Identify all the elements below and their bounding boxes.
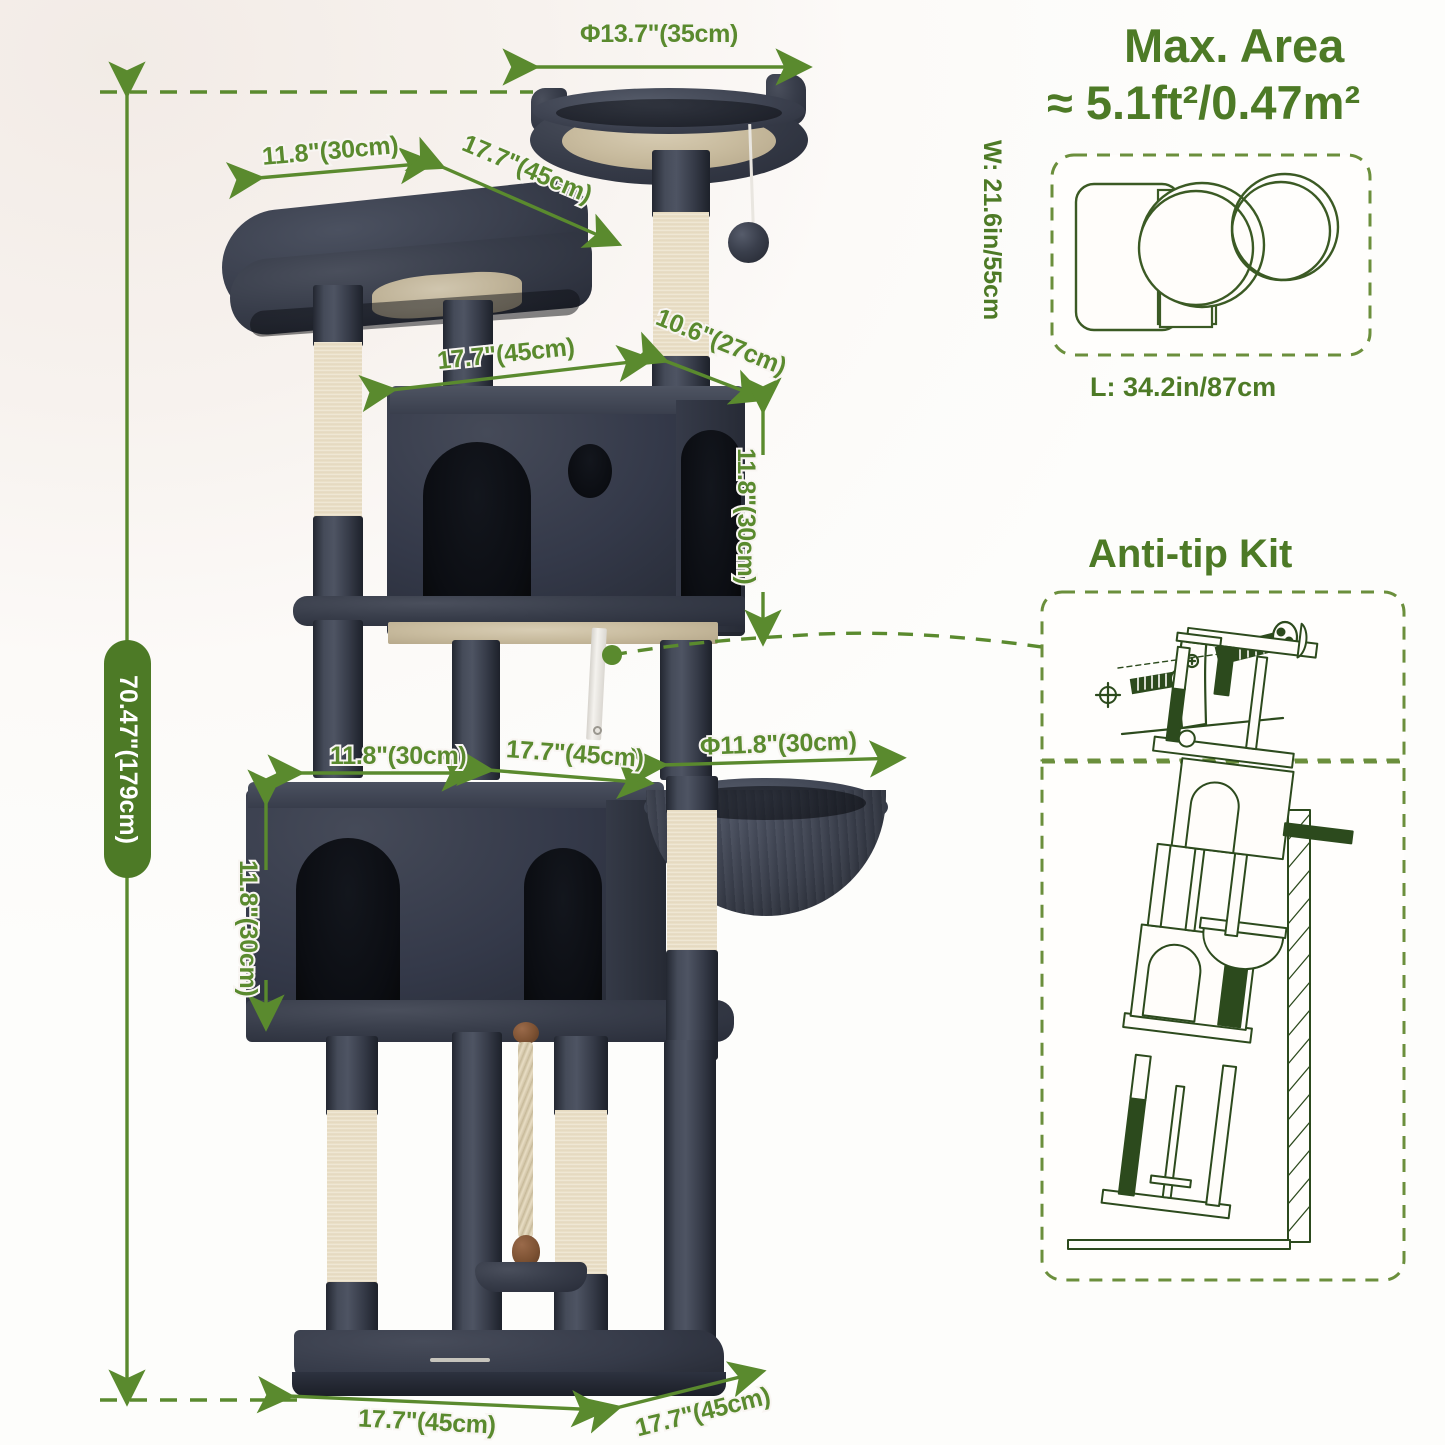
upper-condo-floor-ledge <box>293 596 745 626</box>
rope-small-platform <box>475 1262 587 1292</box>
post-top-plush-upper <box>652 150 710 218</box>
rope-top-knob <box>513 1022 539 1044</box>
lower-condo-door-right <box>524 848 602 1020</box>
lower-condo-top-face <box>248 782 664 808</box>
anti-tip-strap-screw-hole <box>593 726 602 735</box>
dim-top-perch-diameter: Φ13.7"(35cm) <box>578 18 740 50</box>
dim-lower-condo-width: 17.7"(45cm) <box>503 733 646 775</box>
total-height-text: 70.47"(179cm) <box>114 674 143 844</box>
post-base-right-sisal <box>555 1110 607 1280</box>
post-base-left-plush-upper <box>326 1036 378 1116</box>
rope-bottom-knob <box>512 1235 540 1267</box>
post-basket-plush-upper <box>666 776 718 814</box>
post-base-left-sisal <box>327 1110 377 1288</box>
dim-upper-condo-height: 11.8"(30cm) <box>730 446 762 586</box>
post-base-backleft <box>452 1032 502 1362</box>
upper-condo-door-right <box>681 430 741 622</box>
pompom-toy <box>728 222 769 263</box>
post-basket-sisal <box>667 810 717 956</box>
upper-condo-round-window <box>568 444 612 498</box>
dim-base-width: 17.7"(45cm) <box>355 1402 498 1441</box>
dim-total-height-badge: 70.47"(179cm) <box>104 640 151 878</box>
max-area-length-label: L: 34.2in/87cm <box>1090 372 1277 402</box>
anti-tip-strap-on-tree <box>586 627 607 741</box>
post-midsection-left <box>313 620 363 778</box>
post-second-left-plush-upper <box>313 285 363 347</box>
max-area-value: ≈ 5.1ft²/0.47m² <box>1047 76 1361 129</box>
max-area-width-label: W: 21.6in/55cm <box>978 140 1006 321</box>
max-area-footprint-diagram <box>1050 153 1372 357</box>
anti-tip-kit-title: Anti-tip Kit <box>1088 532 1293 576</box>
upper-condo-door-left <box>423 442 531 622</box>
max-area-title: Max. Area <box>1124 19 1345 72</box>
dim-basket-diameter: Φ11.8"(30cm) <box>698 725 860 762</box>
dim-second-platform-width: 11.8"(30cm) <box>259 129 401 173</box>
wall-mount-illustration <box>1040 622 1406 1282</box>
hanging-sisal-rope <box>518 1042 533 1238</box>
post-second-left-sisal <box>314 342 362 522</box>
base-board-label-strip <box>430 1358 490 1362</box>
base-board-front-edge <box>292 1372 726 1396</box>
post-base-right-plush-upper <box>554 1036 608 1116</box>
top-perch-rim-inner-shadow <box>556 99 782 127</box>
anti-tip-kit-diagram <box>1040 590 1406 762</box>
post-base-backright <box>664 1040 716 1370</box>
dim-lower-condo-height: 11.8"(30cm) <box>232 858 264 998</box>
lower-condo-door-left <box>296 838 400 1020</box>
dim-lower-shelf-width: 11.8"(30cm) <box>328 740 469 772</box>
